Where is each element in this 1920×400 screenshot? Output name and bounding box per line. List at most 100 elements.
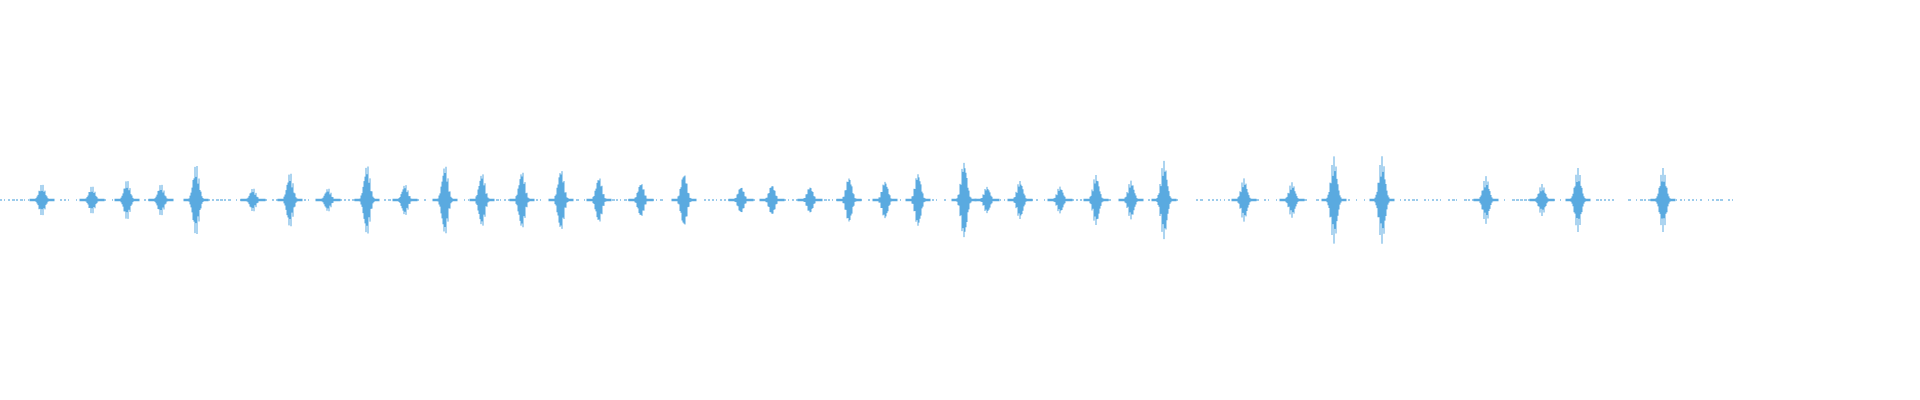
waveform-burst (432, 166, 458, 234)
baseline-segment (424, 199, 426, 201)
baseline-segment (228, 199, 231, 201)
baseline-segment (1356, 199, 1357, 201)
baseline-segment (1456, 199, 1457, 201)
baseline-segment (1688, 199, 1690, 201)
waveform-burst (628, 184, 654, 216)
baseline-segment (272, 199, 274, 201)
baseline-segment (208, 199, 210, 201)
baseline-segment (832, 199, 833, 201)
baseline-segment (1648, 199, 1651, 201)
baseline-segment (932, 199, 934, 201)
baseline-segment (1176, 199, 1178, 201)
baseline-segment (352, 199, 355, 201)
waveform-burst (392, 185, 418, 215)
waveform-burst (548, 171, 574, 229)
waveform-burst (905, 174, 931, 226)
baseline-segment (660, 199, 663, 201)
baseline-segment (76, 199, 77, 201)
waveform-burst (1279, 182, 1305, 218)
baseline-segment (900, 199, 901, 201)
baseline-segment (936, 199, 937, 201)
baseline-segment (708, 199, 710, 201)
baseline-segment (1404, 199, 1406, 201)
baseline-segment (1516, 199, 1519, 201)
baseline-segment (1304, 199, 1307, 201)
baseline-segment (624, 199, 627, 201)
baseline-segment (1512, 199, 1515, 201)
baseline-segment (1428, 199, 1429, 201)
baseline-segment (1528, 199, 1530, 201)
baseline-segment (576, 199, 579, 201)
baseline-segment (616, 199, 618, 201)
baseline-segment (712, 199, 714, 201)
baseline-segment (1036, 199, 1038, 201)
baseline-segment (340, 199, 342, 201)
baseline-segment (1600, 199, 1602, 201)
baseline-segment (1468, 199, 1470, 201)
baseline-segment (1400, 199, 1401, 201)
baseline-segment (716, 199, 717, 201)
waveform-burst (974, 186, 1000, 214)
baseline-segment (792, 199, 794, 201)
baseline-segment (500, 199, 501, 201)
baseline-segment (620, 199, 621, 201)
waveform-burst (872, 181, 898, 219)
baseline-segment (1200, 199, 1203, 201)
baseline-segment (1712, 199, 1714, 201)
baseline-segment (1424, 199, 1426, 201)
baseline-segment (1004, 199, 1005, 201)
baseline-segment (112, 199, 113, 201)
waveform-burst (183, 166, 209, 234)
baseline-segment (1276, 199, 1277, 201)
baseline-segment (504, 199, 506, 201)
baseline-segment (28, 199, 29, 201)
baseline-segment (824, 199, 827, 201)
baseline-segment (1440, 199, 1441, 201)
baseline-segment (1604, 199, 1606, 201)
baseline-segment (540, 199, 541, 201)
baseline-segment (724, 199, 726, 201)
baseline-segment (1000, 199, 1001, 201)
baseline-segment (1628, 199, 1631, 201)
baseline-segment (1196, 199, 1198, 201)
baseline-segment (24, 199, 25, 201)
baseline-segment (1348, 199, 1350, 201)
baseline-segment (704, 199, 706, 201)
baseline-segment (1676, 199, 1677, 201)
baseline-segment (68, 199, 69, 201)
baseline-segment (1208, 199, 1210, 201)
baseline-segment (1224, 199, 1225, 201)
baseline-segment (1716, 199, 1719, 201)
baseline-segment (1700, 199, 1702, 201)
waveform-burst (1529, 184, 1555, 216)
waveform-burst (469, 174, 495, 226)
baseline-segment (1472, 199, 1474, 201)
baseline-segment (468, 199, 469, 201)
baseline-segment (720, 199, 722, 201)
baseline-segment (1524, 199, 1527, 201)
baseline-segment (1612, 199, 1614, 201)
baseline-segment (212, 199, 214, 201)
waveform-burst (240, 188, 266, 212)
waveform-burst (1565, 168, 1591, 232)
baseline-segment (1644, 199, 1646, 201)
waveform-burst (1007, 181, 1033, 219)
waveform-burst (1321, 156, 1347, 244)
waveform-burst (586, 178, 612, 222)
baseline-segment (276, 199, 278, 201)
baseline-segment (0, 199, 2, 201)
waveform-burst (671, 175, 697, 225)
waveform-burst (315, 188, 341, 212)
baseline-segment (1108, 199, 1111, 201)
baseline-segment (1680, 199, 1682, 201)
baseline-segment (868, 199, 870, 201)
baseline-segment (1452, 199, 1455, 201)
waveform-burst (728, 187, 754, 213)
baseline-segment (388, 199, 391, 201)
waveform-burst (836, 178, 862, 222)
baseline-segment (104, 199, 106, 201)
baseline-segment (308, 199, 309, 201)
waveform-burst (29, 184, 55, 216)
